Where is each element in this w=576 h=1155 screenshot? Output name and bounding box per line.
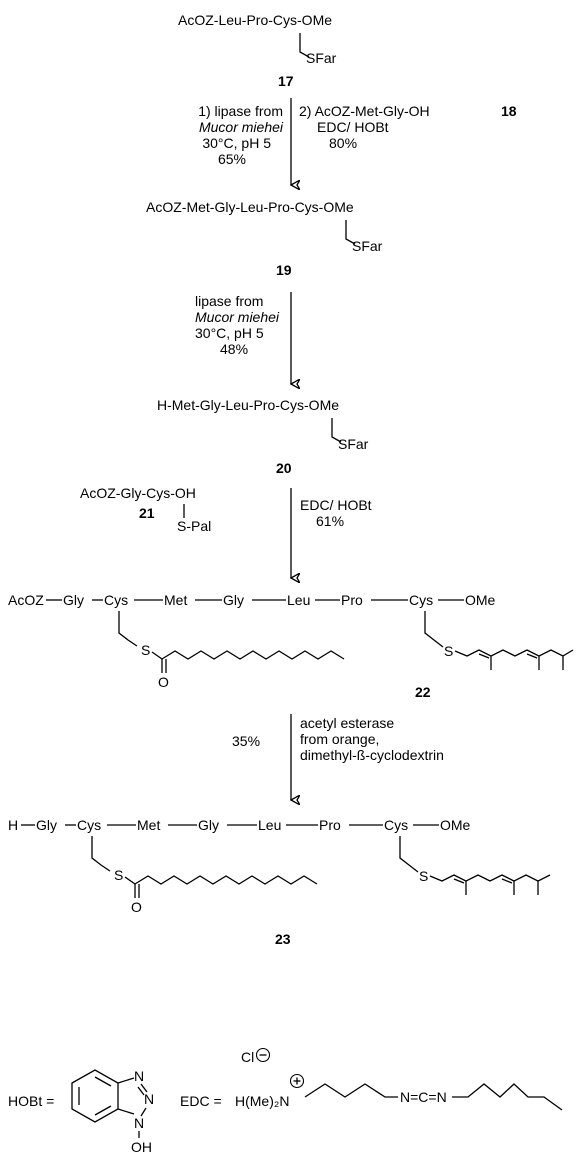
step-4-line-2: from orange, bbox=[300, 731, 379, 747]
compound-22-residue-7: Pro bbox=[341, 592, 363, 608]
compound-19-side-chain-bond bbox=[345, 220, 356, 245]
compound-23-number: 23 bbox=[275, 931, 291, 947]
compound-23-residue-8: Cys bbox=[384, 817, 408, 833]
compound-22-residue-1: AcOZ bbox=[8, 592, 44, 608]
compound-17-number: 17 bbox=[278, 73, 294, 89]
edc-ethyl-group bbox=[452, 1083, 563, 1111]
compound-17-side-chain: SFar bbox=[306, 50, 337, 66]
step-2-conditions: lipase from Mucor miehei 30°C, pH 5 48% bbox=[195, 293, 280, 357]
compound-22-residue-8: Cys bbox=[409, 592, 433, 608]
compound-22-residue-9: OMe bbox=[465, 592, 496, 608]
compound-22-residue-6: Leu bbox=[287, 592, 310, 608]
compound-22: AcOZ Gly Cys Met Gly Leu Pro Cys OMe S O… bbox=[8, 592, 574, 700]
compound-23-thioester-s: S bbox=[114, 867, 123, 883]
compound-19-side-chain: SFar bbox=[352, 238, 383, 254]
edc-propyl-linker bbox=[304, 1083, 398, 1098]
compound-21-sequence: AcOZ-Gly-Cys-OH bbox=[80, 485, 196, 501]
step-2-line-2: Mucor miehei bbox=[195, 309, 280, 325]
compound-23-residue-6: Leu bbox=[258, 817, 281, 833]
step-2-line-1: lipase from bbox=[195, 293, 263, 309]
edc-counterion: Cl bbox=[241, 1049, 254, 1065]
edc-structure: EDC = Cl H(Me)₂N N=C=N bbox=[180, 1047, 563, 1111]
reagent-18-number: 18 bbox=[501, 103, 517, 119]
hobt-label: HOBt = bbox=[8, 1093, 54, 1109]
compound-17-side-chain-bond bbox=[299, 33, 310, 58]
compound-22-carbonyl-o: O bbox=[158, 674, 169, 690]
compound-23-palmitoyl-chain bbox=[134, 875, 318, 885]
compound-23-residue-1: H bbox=[8, 817, 18, 833]
edc-ammonium: H(Me)₂N bbox=[235, 1093, 289, 1109]
hobt-n3: N bbox=[134, 1115, 144, 1131]
hobt-oh: OH bbox=[131, 1139, 152, 1155]
compound-22-cys2-side-chain bbox=[424, 611, 444, 648]
compound-17-sequence: AcOZ-Leu-Pro-Cys-OMe bbox=[178, 12, 332, 28]
compound-22-cys-side-chain bbox=[118, 611, 138, 647]
step-1-left-line-4: 65% bbox=[218, 151, 246, 167]
step-1-right-line-3: 80% bbox=[329, 135, 357, 151]
compound-21-number: 21 bbox=[139, 505, 155, 521]
step-1-left-line-2: Mucor miehei bbox=[199, 119, 284, 135]
step-1-right-line-1: 2) AcOZ-Met-Gly-OH bbox=[299, 103, 430, 119]
compound-22-residue-4: Met bbox=[164, 592, 187, 608]
compound-23: H Gly Cys Met Gly Leu Pro Cys OMe S O S … bbox=[8, 817, 551, 947]
compound-20-side-chain-bond bbox=[331, 418, 342, 443]
compound-21-side-chain: S-Pal bbox=[177, 518, 211, 534]
step-3-line-2: 61% bbox=[316, 513, 344, 529]
compound-23-residue-5: Gly bbox=[198, 817, 219, 833]
compound-23-cys-side-chain bbox=[91, 836, 111, 872]
compound-20-sequence: H-Met-Gly-Leu-Pro-Cys-OMe bbox=[157, 397, 339, 413]
compound-21: AcOZ-Gly-Cys-OH S-Pal 21 bbox=[80, 485, 211, 534]
compound-20: H-Met-Gly-Leu-Pro-Cys-OMe SFar 20 bbox=[157, 397, 369, 476]
compound-17: AcOZ-Leu-Pro-Cys-OMe SFar 17 bbox=[178, 12, 337, 89]
step-1-right-line-2: EDC/ HOBt bbox=[317, 119, 389, 135]
compound-22-residue-2: Gly bbox=[63, 592, 84, 608]
hobt-n2: N bbox=[144, 1091, 154, 1107]
compound-23-carbonyl-o: O bbox=[131, 899, 142, 915]
compound-22-palmitoyl-chain bbox=[161, 650, 345, 660]
edc-carbodiimide: N=C=N bbox=[400, 1089, 447, 1105]
compound-23-residue-3: Cys bbox=[77, 817, 101, 833]
hobt-n1: N bbox=[134, 1068, 144, 1084]
step-1-conditions: 1) lipase from Mucor miehei 30°C, pH 5 6… bbox=[198, 103, 517, 167]
step-4-line-3: dimethyl-ß-cyclodextrin bbox=[300, 747, 444, 763]
edc-label: EDC = bbox=[180, 1093, 222, 1109]
step-1-left-line-3: 30°C, pH 5 bbox=[202, 135, 271, 151]
compound-22-residue-3: Cys bbox=[104, 592, 128, 608]
step-2-line-3: 30°C, pH 5 bbox=[195, 325, 264, 341]
step-3-line-1: EDC/ HOBt bbox=[300, 497, 372, 513]
compound-22-thioester-s: S bbox=[141, 642, 150, 658]
ammonium-plus-charge-icon bbox=[289, 1073, 305, 1089]
compound-23-residue-9: OMe bbox=[440, 817, 471, 833]
step-4-yield: 35% bbox=[232, 733, 260, 749]
compound-22-number: 22 bbox=[415, 684, 431, 700]
chloride-minus-charge-icon bbox=[255, 1047, 271, 1063]
step-4-conditions: 35% acetyl esterase from orange, dimethy… bbox=[232, 715, 444, 763]
compound-19-sequence: AcOZ-Met-Gly-Leu-Pro-Cys-OMe bbox=[146, 199, 354, 215]
compound-22-farnesyl-chain bbox=[454, 649, 574, 670]
hobt-structure: HOBt = N N N OH bbox=[8, 1068, 154, 1155]
compound-20-number: 20 bbox=[276, 460, 292, 476]
compound-23-residue-2: Gly bbox=[36, 817, 57, 833]
compound-20-side-chain: SFar bbox=[338, 436, 369, 452]
step-1-left-line-1: 1) lipase from bbox=[198, 103, 283, 119]
compound-23-farnesyl-s: S bbox=[419, 868, 428, 884]
compound-23-farnesyl-chain bbox=[429, 874, 551, 895]
step-2-line-4: 48% bbox=[220, 341, 248, 357]
compound-23-cys2-side-chain bbox=[399, 836, 419, 873]
compound-22-farnesyl-s: S bbox=[444, 643, 453, 659]
step-3-conditions: EDC/ HOBt 61% bbox=[300, 497, 372, 529]
compound-23-residue-4: Met bbox=[137, 817, 160, 833]
compound-19: AcOZ-Met-Gly-Leu-Pro-Cys-OMe SFar 19 bbox=[146, 199, 383, 278]
compound-23-residue-7: Pro bbox=[319, 817, 341, 833]
compound-22-residue-5: Gly bbox=[223, 592, 244, 608]
step-4-line-1: acetyl esterase bbox=[300, 715, 394, 731]
compound-19-number: 19 bbox=[276, 262, 292, 278]
